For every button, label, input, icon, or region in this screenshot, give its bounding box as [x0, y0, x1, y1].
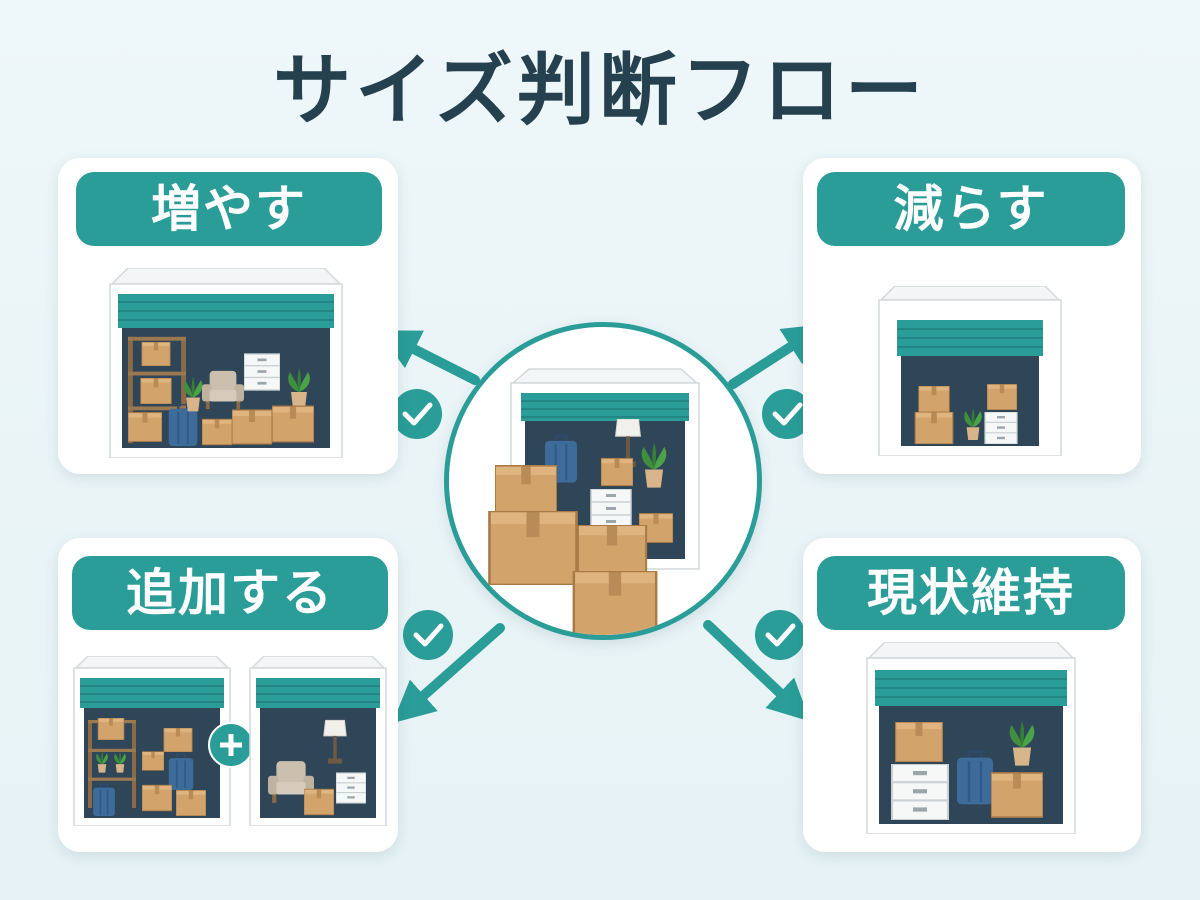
- arrow-to-increase: [377, 330, 480, 385]
- option-label-add: 追加する: [72, 556, 388, 630]
- check-icon: [403, 610, 453, 660]
- arrow-to-decrease: [728, 323, 827, 389]
- storage-unit-icon: [106, 268, 346, 458]
- current-storage-circle: [444, 322, 762, 640]
- option-card-keep: 現状維持: [803, 538, 1141, 852]
- page-title: サイズ判断フロー: [273, 46, 927, 136]
- check-icon: [392, 389, 442, 439]
- storage-unit-icon: [488, 368, 700, 635]
- check-icon: [755, 610, 805, 660]
- storage-unit-icon: [875, 286, 1065, 456]
- option-label-decrease: 減らす: [817, 172, 1125, 246]
- option-label-keep: 現状維持: [817, 556, 1125, 630]
- check-icon: [762, 389, 812, 439]
- option-label-increase: 増やす: [76, 172, 382, 246]
- storage-unit-icon: [248, 656, 388, 826]
- option-card-increase: 増やす: [58, 158, 398, 474]
- arrow-to-add: [392, 623, 505, 724]
- arrow-to-keep: [703, 620, 811, 722]
- storage-unit-icon: [863, 642, 1079, 834]
- option-card-add: 追加する: [58, 538, 398, 852]
- storage-unit-icon: [72, 656, 232, 826]
- option-card-decrease: 減らす: [803, 158, 1141, 474]
